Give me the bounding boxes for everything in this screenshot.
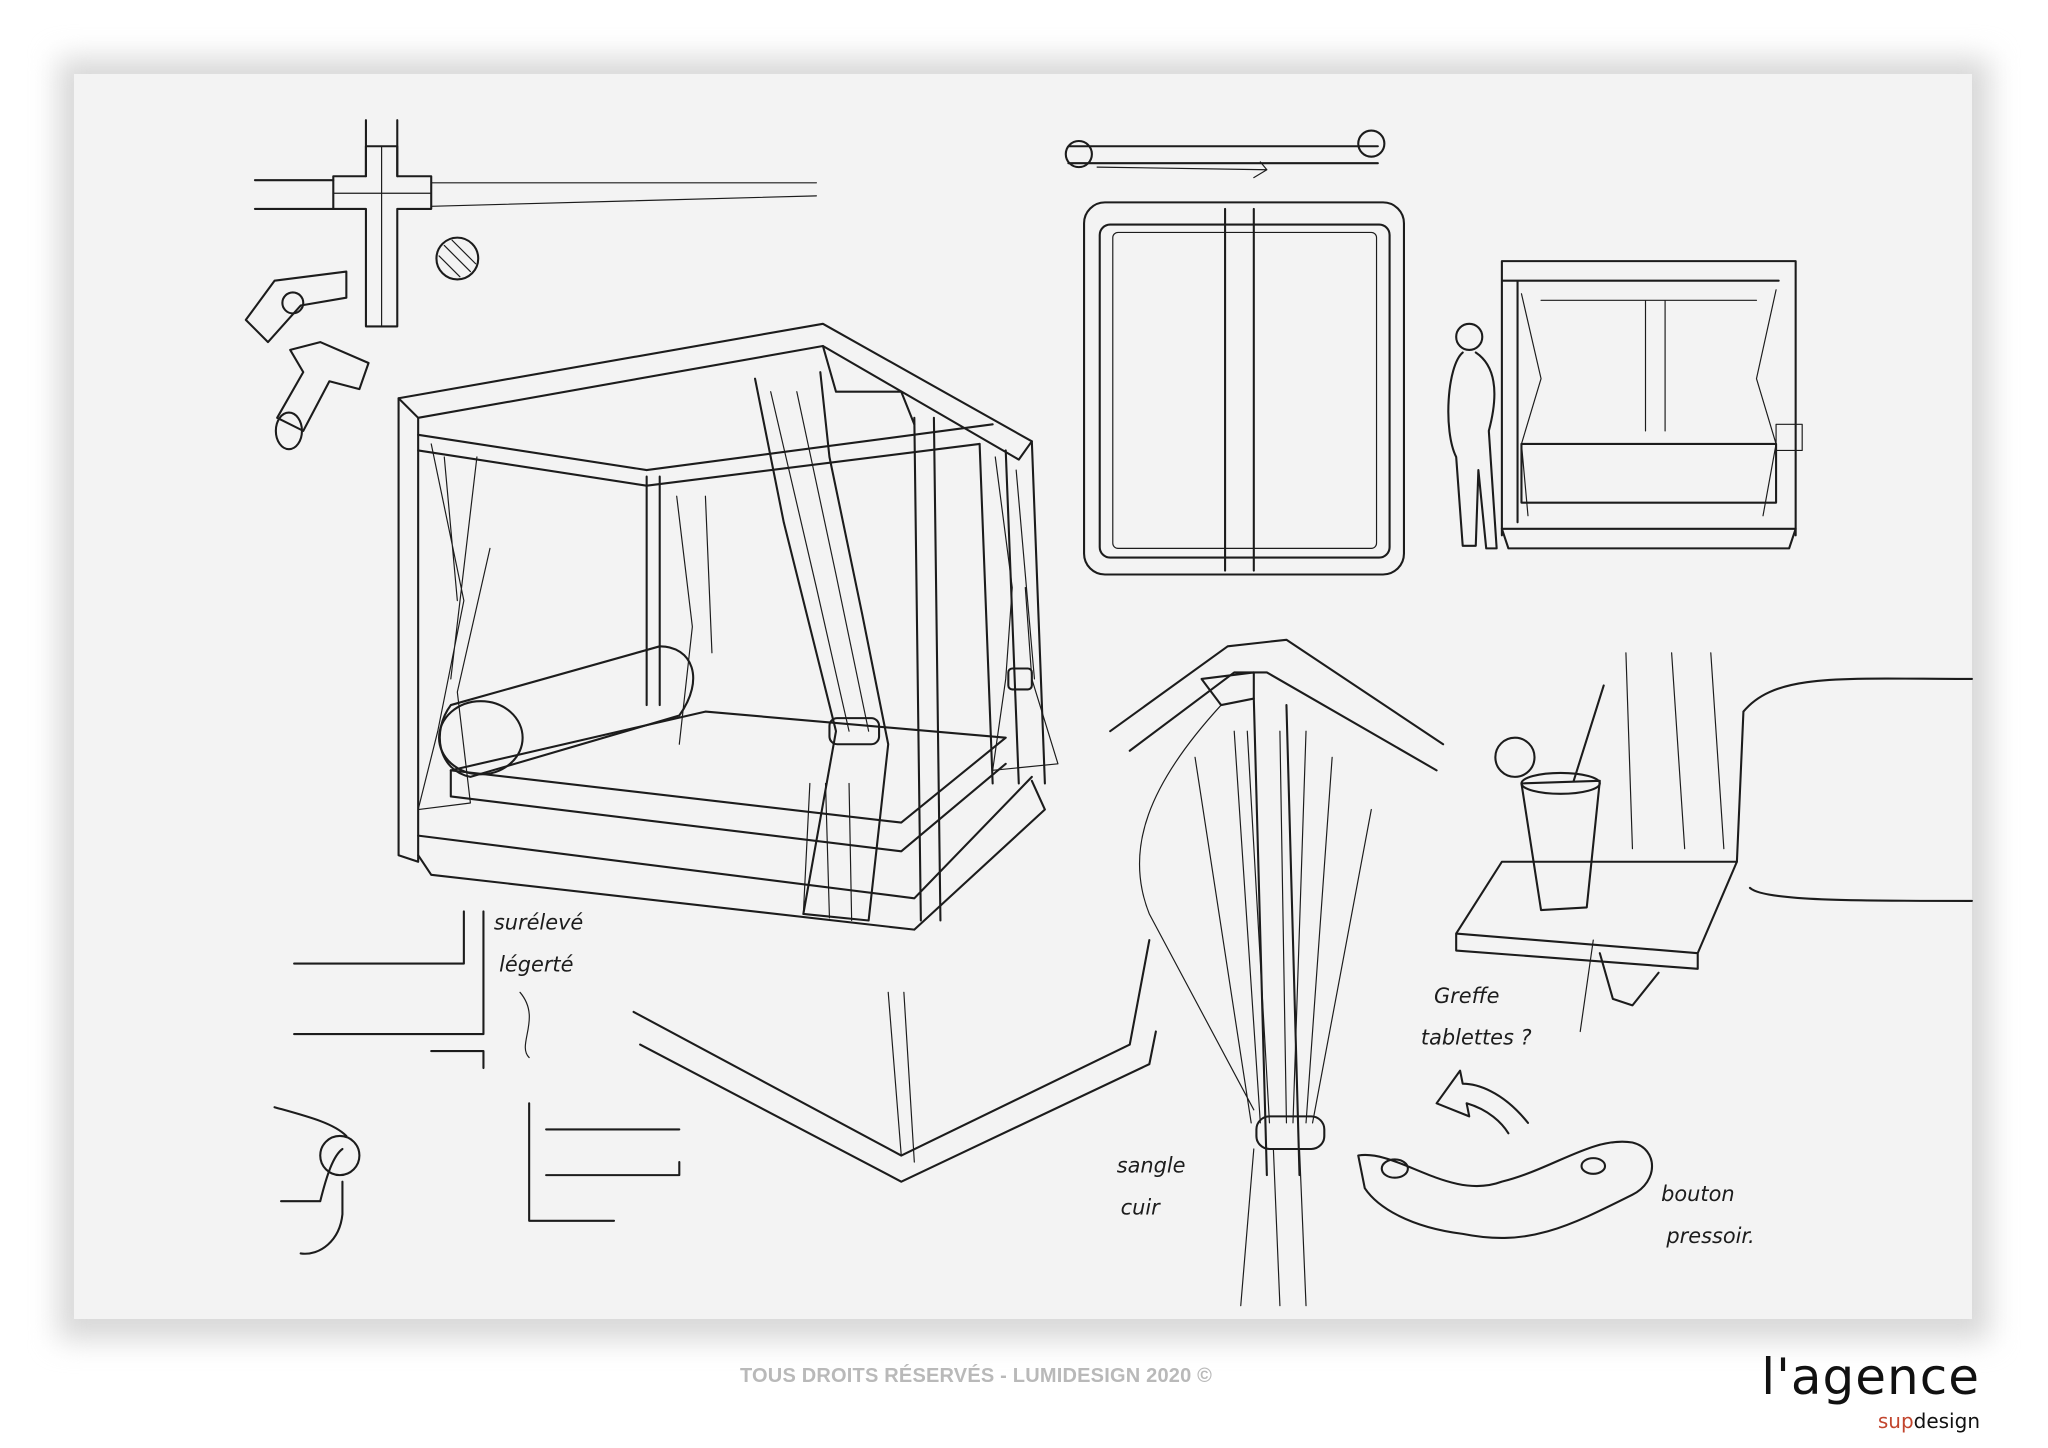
corner-curtain-detail-sketch <box>1109 638 1445 1307</box>
profile-details-sketch <box>273 910 681 1255</box>
elbow-joint-sketch <box>244 270 370 451</box>
canopy-bed-sketch <box>397 322 1059 931</box>
top-view-sketch <box>1064 129 1405 576</box>
elevation-with-person-sketch <box>1447 260 1803 550</box>
annotation-shelf-graft: Greffe <box>1434 984 1500 1008</box>
annotation-strap: sangle <box>1117 1154 1186 1178</box>
logo-main-text: l'agence <box>1761 1348 1980 1406</box>
annotation-press-stud: pressoir. <box>1665 1224 1754 1248</box>
agency-logo: l'agence supdesign <box>1710 1346 1980 1434</box>
shelf-with-glass-sketch <box>1455 652 1973 1033</box>
cross-joint-sketch <box>253 119 817 328</box>
annotation-leather: cuir <box>1121 1195 1162 1219</box>
logo-sub-rest: design <box>1913 1409 1980 1433</box>
logo-subtitle: supdesign <box>1710 1408 1980 1434</box>
copyright-footer: TOUS DROITS RÉSERVÉS - LUMIDESIGN 2020 © <box>740 1365 1213 1387</box>
base-corner-sketch <box>632 939 1157 1183</box>
annotation-shelves: tablettes ? <box>1421 1026 1532 1050</box>
leather-strap-sketch <box>1357 1069 1654 1240</box>
logo-sub-accent: sup <box>1877 1409 1914 1433</box>
annotation-button: bouton <box>1661 1182 1734 1206</box>
annotation-raised: surélevé <box>494 911 584 935</box>
annotation-lightness: légerté <box>499 952 574 976</box>
